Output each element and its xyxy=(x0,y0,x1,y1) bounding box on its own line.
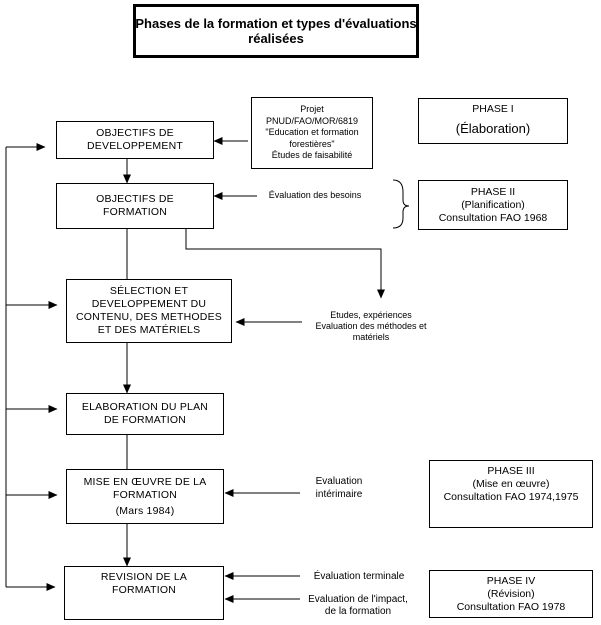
title-line-1: Phases de la formation et types d'évalua… xyxy=(135,16,417,31)
note-evaluation-besoins: Évaluation des besoins xyxy=(268,190,362,200)
phase-1-box: PHASE I (Élaboration) xyxy=(418,98,568,144)
box-elaboration-plan: ELABORATION DU PLAN DE FORMATION xyxy=(66,393,224,435)
phase-2-box: PHASE II (Planification) Consultation FA… xyxy=(418,180,568,230)
box-revision: REVISION DE LA FORMATION xyxy=(64,566,224,620)
phase-3-box: PHASE III (Mise en œuvre) Consultation F… xyxy=(429,460,593,528)
box-selection-contenu: SÉLECTION ET DEVELOPPEMENT DU CONTENU, D… xyxy=(66,279,232,343)
box-objectifs-developpement: OBJECTIFS DE DEVELOPPEMENT xyxy=(56,121,214,159)
phase2-brace xyxy=(392,179,410,229)
box-mise-en-oeuvre: MISE EN ŒUVRE DE LA FORMATION (Mars 1984… xyxy=(66,469,224,524)
note-projet: Projet PNUD/FAO/MOR/6819 "Education et f… xyxy=(251,97,373,169)
box-objectifs-formation: OBJECTIFS DE FORMATION xyxy=(56,183,214,229)
phase-4-box: PHASE IV (Révision) Consultation FAO 197… xyxy=(429,570,593,618)
title-line-2: réalisées xyxy=(248,31,304,46)
diagram-title: Phases de la formation et types d'évalua… xyxy=(133,4,419,58)
note-evaluation-intermediaire: Evaluation intérimaire xyxy=(315,476,363,500)
note-evaluation-terminale: Évaluation terminale xyxy=(313,571,405,582)
note-evaluation-impact: Evaluation de l'impact, de la formation xyxy=(308,594,408,617)
branch-to-etudes xyxy=(185,229,385,299)
note-etudes-experiences: Etudes, expériences Evaluation des métho… xyxy=(315,310,427,342)
